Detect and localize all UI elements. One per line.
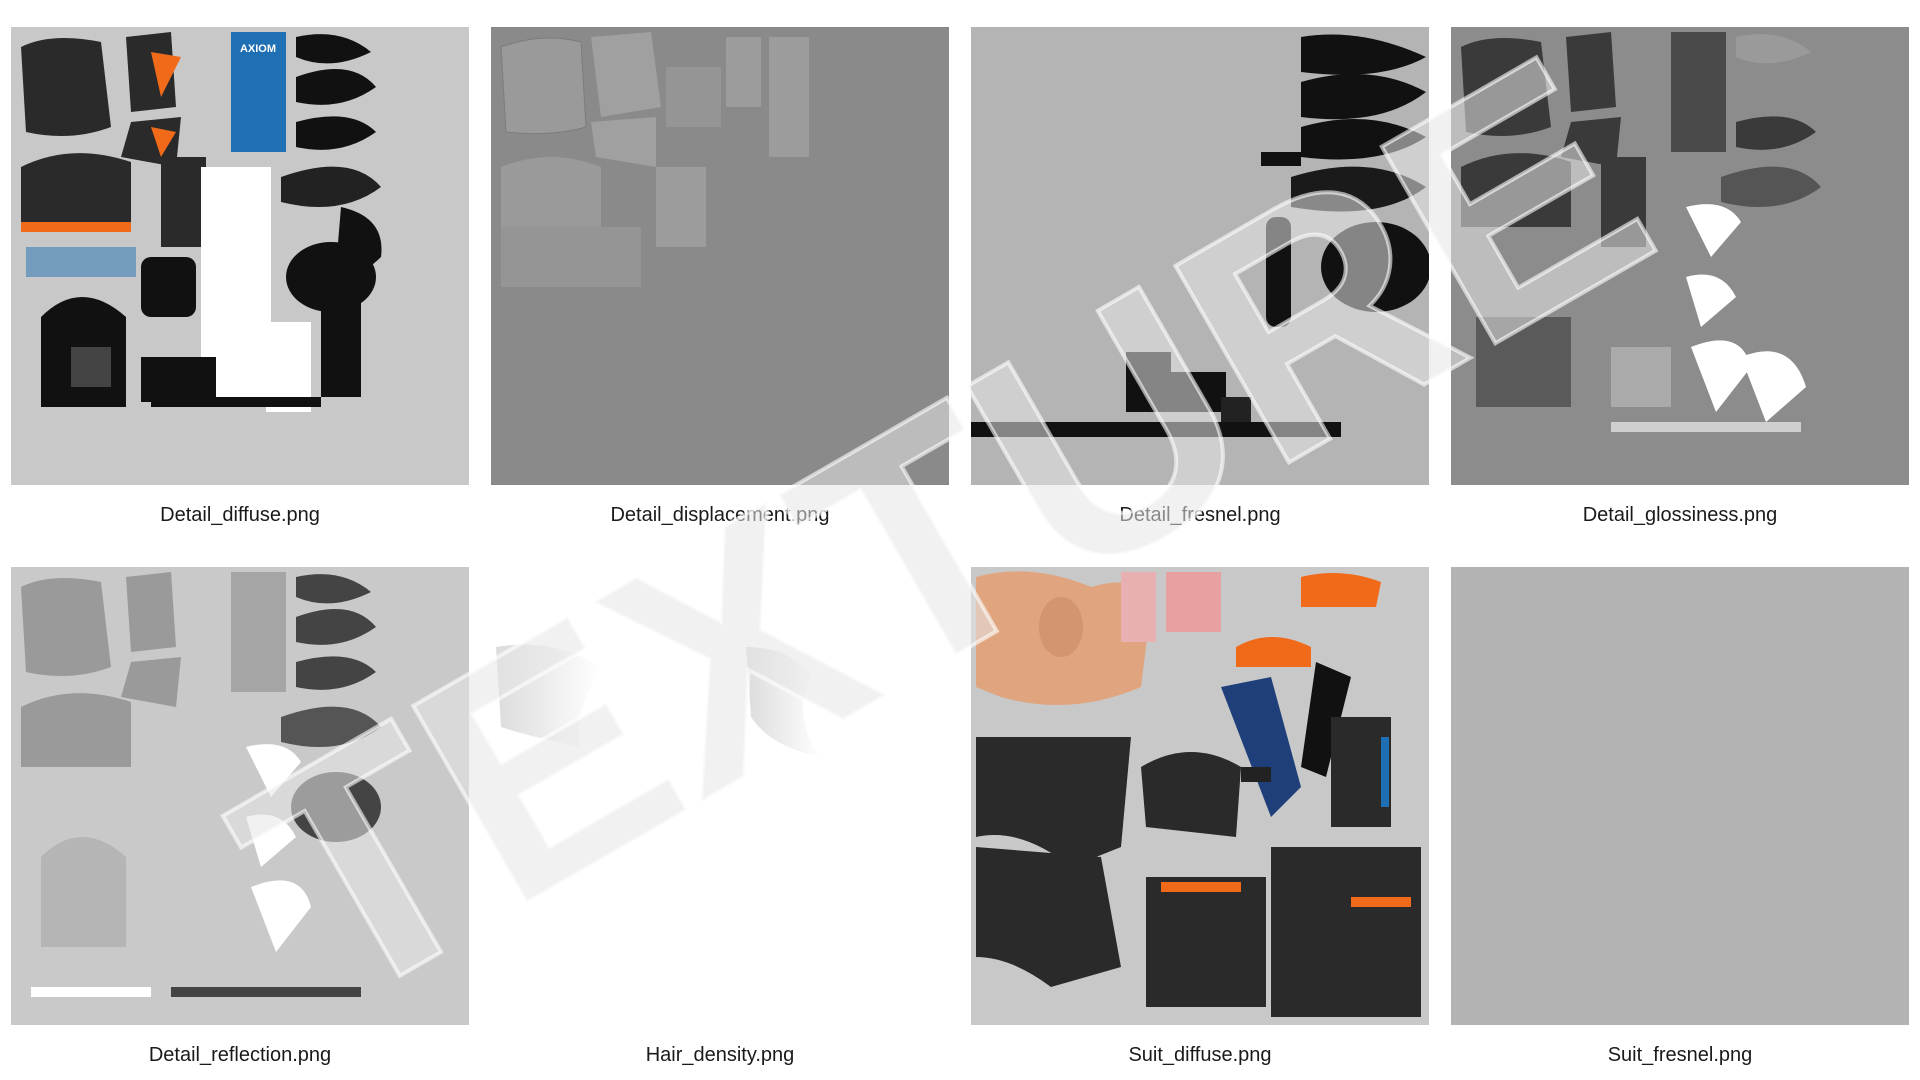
uv-map-image [11, 567, 469, 1025]
texture-thumbnail-detail-diffuse[interactable]: AXIOM [11, 27, 469, 485]
tile-label: Suit_fresnel.png [1607, 1044, 1753, 1066]
texture-thumbnail-detail-reflection[interactable] [11, 567, 469, 1025]
tile-label: Detail_displacement.png [610, 504, 830, 526]
uv-map-image [971, 567, 1429, 1025]
texture-thumbnail-detail-fresnel[interactable] [971, 27, 1429, 485]
uv-map-image [491, 27, 949, 485]
texture-thumbnail-detail-glossiness[interactable] [1451, 27, 1909, 485]
tile-label: Suit_diffuse.png [1128, 1044, 1272, 1066]
tile-label: Detail_reflection.png [148, 1044, 332, 1066]
tile-label: Detail_glossiness.png [1582, 504, 1778, 526]
tile-label: Detail_diffuse.png [160, 504, 320, 526]
tile-label: Detail_fresnel.png [1119, 504, 1281, 526]
uv-map-image [491, 567, 949, 1025]
uv-map-image [1451, 567, 1909, 1025]
texture-thumbnail-suit-diffuse[interactable] [971, 567, 1429, 1025]
tile-label: Hair_density.png [645, 1044, 795, 1066]
uv-map-image [971, 27, 1429, 485]
brand-text: AXIOM [240, 43, 276, 55]
uv-map-image [1451, 27, 1909, 485]
texture-thumbnail-hair-density[interactable] [491, 567, 949, 1025]
texture-thumbnail-detail-displacement[interactable] [491, 27, 949, 485]
texture-thumbnail-suit-fresnel[interactable] [1451, 567, 1909, 1025]
uv-map-image: AXIOM [11, 27, 469, 485]
